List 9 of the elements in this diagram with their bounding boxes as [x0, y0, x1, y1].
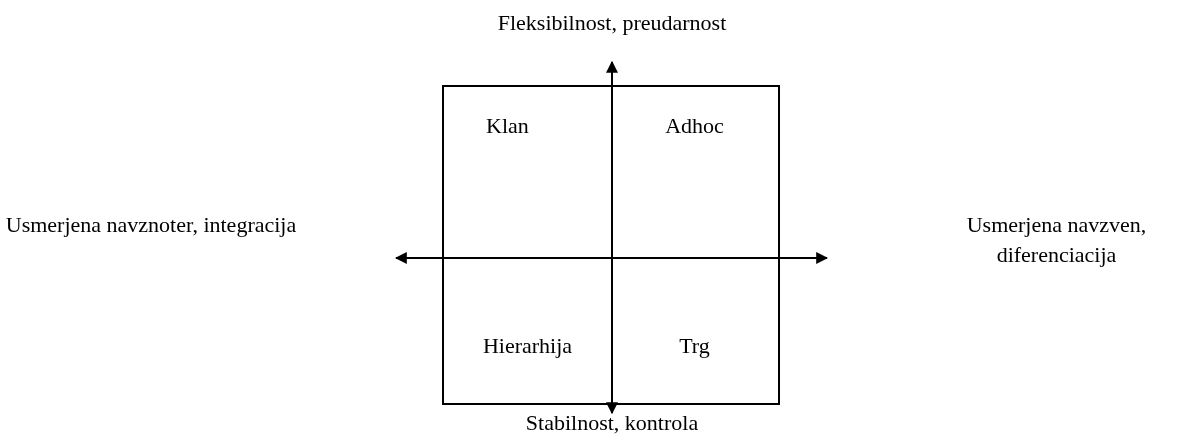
- axis-label: Stabilnost, kontrola: [525, 410, 699, 435]
- quadrant-label: Trg: [679, 333, 710, 359]
- axis-label: Usmerjena navzven, diferenciacija: [966, 212, 1147, 267]
- quadrant-label: Hierarhija: [482, 333, 573, 359]
- quadrant-square: [442, 85, 780, 405]
- quadrant-label: Adhoc: [665, 113, 724, 139]
- quadrant-label: Klan: [486, 113, 529, 139]
- axis-label: Fleksibilnost, preudarnost: [497, 10, 727, 35]
- axis-label: Usmerjena navznoter, integracija: [5, 212, 297, 237]
